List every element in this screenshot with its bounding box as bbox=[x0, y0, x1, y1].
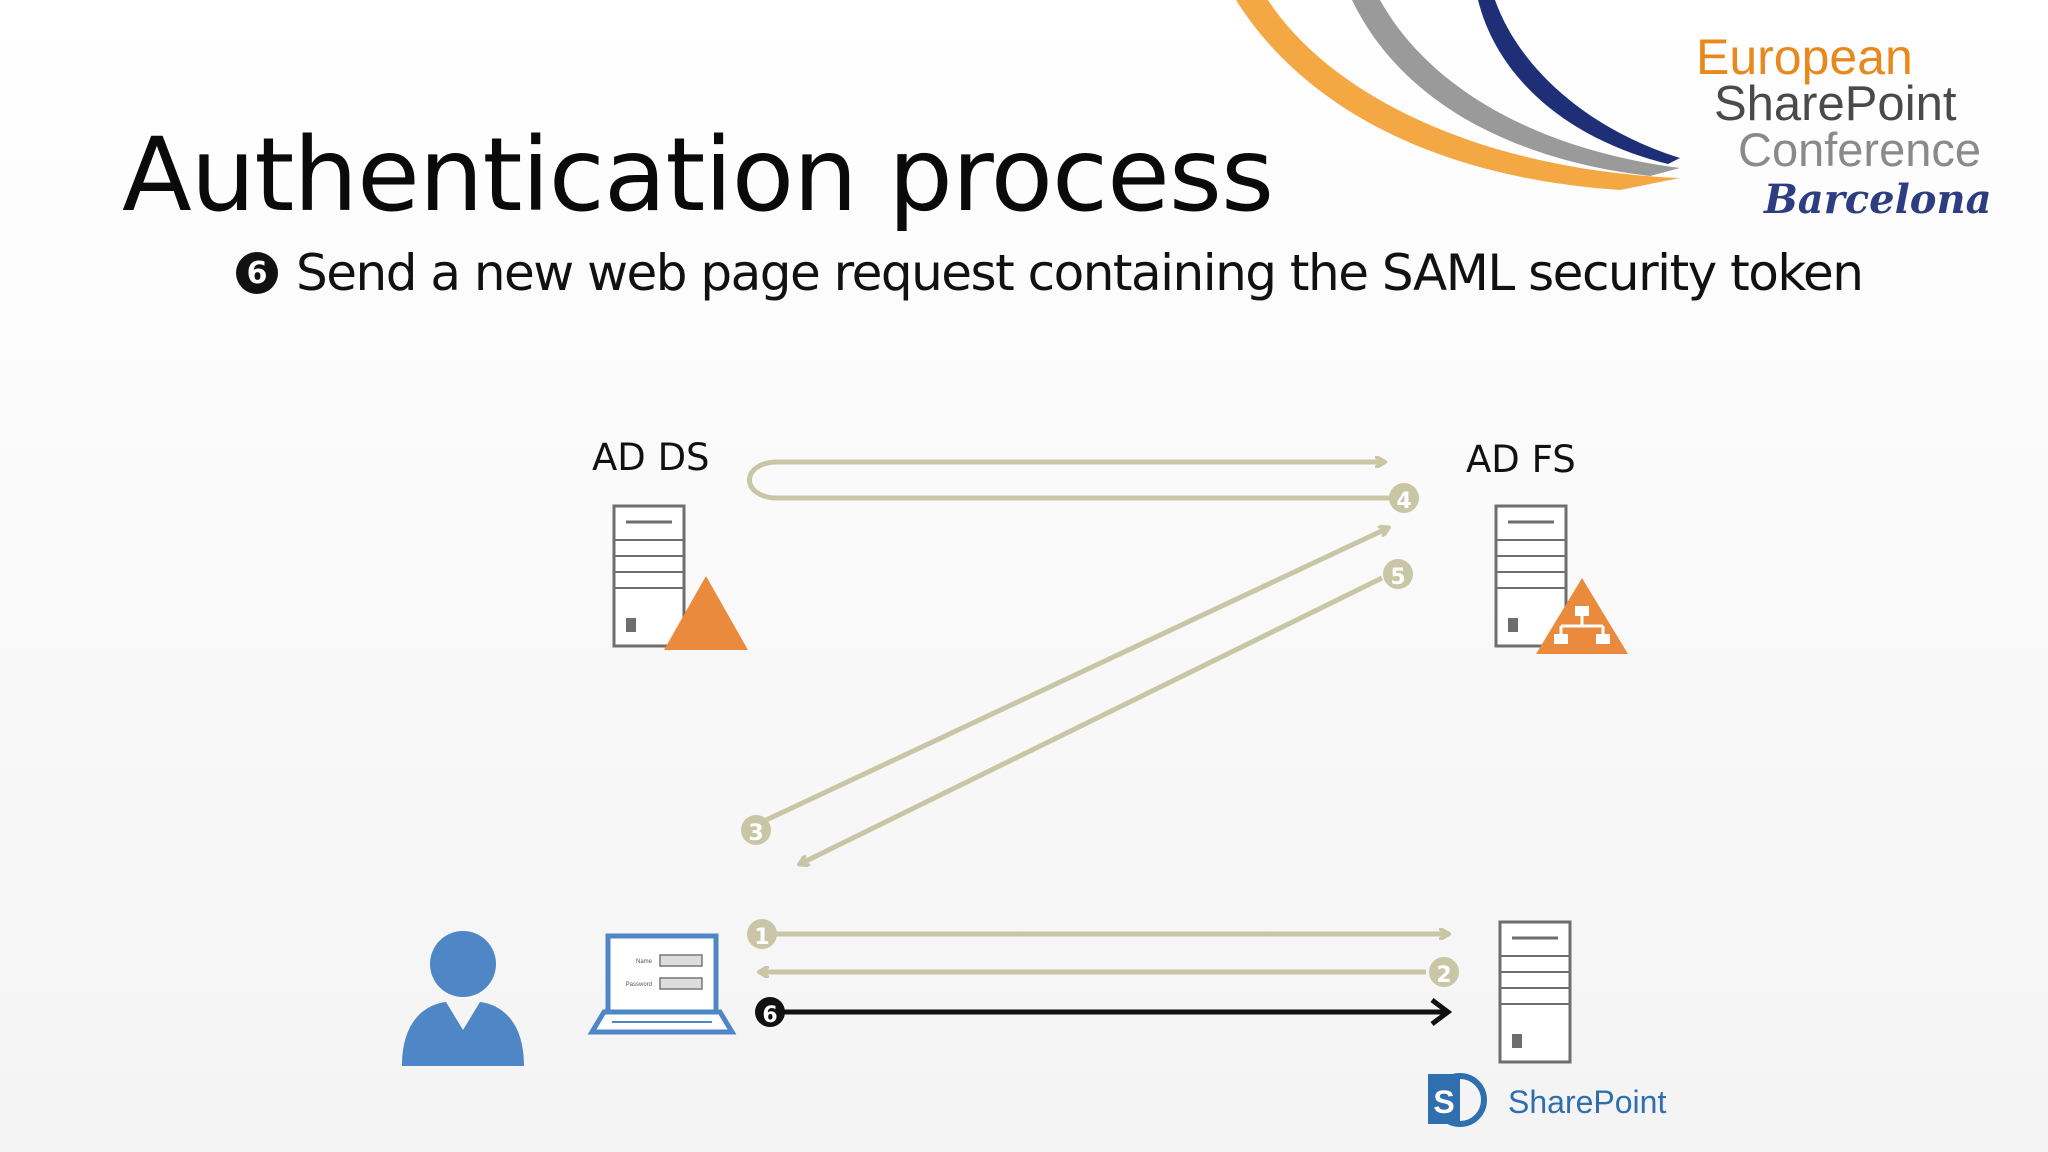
current-step: 6 Send a new web page request containing… bbox=[236, 244, 1864, 302]
logo-european-text: European bbox=[1696, 29, 1913, 85]
sharepoint-server-icon bbox=[1498, 920, 1572, 1064]
login-password-label: Password bbox=[626, 982, 652, 988]
current-step-text: Send a new web page request containing t… bbox=[296, 244, 1864, 302]
slide-title: Authentication process bbox=[122, 116, 1274, 236]
step-6-arrow bbox=[784, 998, 1453, 1026]
ad-ds-server-icon bbox=[612, 504, 686, 648]
user-icon bbox=[402, 931, 524, 1066]
svg-text:1: 1 bbox=[754, 925, 769, 950]
laptop-login-icon: Name Password bbox=[587, 933, 737, 1035]
step-5-arrow bbox=[800, 575, 1384, 864]
svg-text:3: 3 bbox=[748, 821, 763, 846]
step-3-arrow bbox=[760, 528, 1388, 825]
svg-text:4: 4 bbox=[1396, 489, 1411, 514]
sharepoint-label: SharePoint bbox=[1508, 1084, 1667, 1120]
login-name-label: Name bbox=[636, 959, 653, 965]
step-4-badge: 4 bbox=[1389, 483, 1419, 514]
svg-text:6: 6 bbox=[762, 1003, 777, 1028]
ad-fs-hierarchy-icon bbox=[1536, 578, 1628, 654]
step-3-badge: 3 bbox=[741, 815, 771, 846]
sharepoint-logo-letter: S bbox=[1433, 1084, 1454, 1120]
step-5-badge: 5 bbox=[1383, 559, 1413, 590]
login-name-field bbox=[659, 954, 703, 967]
current-step-badge: 6 bbox=[236, 252, 278, 294]
logo-city-text: Barcelona bbox=[1764, 176, 1992, 223]
ad-ds-triangle-icon bbox=[664, 576, 748, 650]
step-1-badge: 1 bbox=[747, 919, 777, 950]
step-4-arrow bbox=[747, 462, 1396, 501]
step-2-badge: 2 bbox=[1429, 957, 1459, 988]
ad-fs-label: AD FS bbox=[1466, 438, 1576, 481]
logo-conference-text: Conference bbox=[1738, 123, 1981, 176]
ad-fs-server-icon bbox=[1494, 504, 1568, 648]
step-6-badge: 6 bbox=[755, 997, 785, 1028]
svg-text:5: 5 bbox=[1390, 565, 1405, 590]
logo-sharepoint-text: SharePoint bbox=[1714, 77, 1957, 131]
svg-text:2: 2 bbox=[1436, 963, 1451, 988]
ad-ds-label: AD DS bbox=[592, 436, 710, 479]
sharepoint-logo-icon: S bbox=[1428, 1073, 1487, 1127]
login-password-field bbox=[659, 977, 703, 990]
